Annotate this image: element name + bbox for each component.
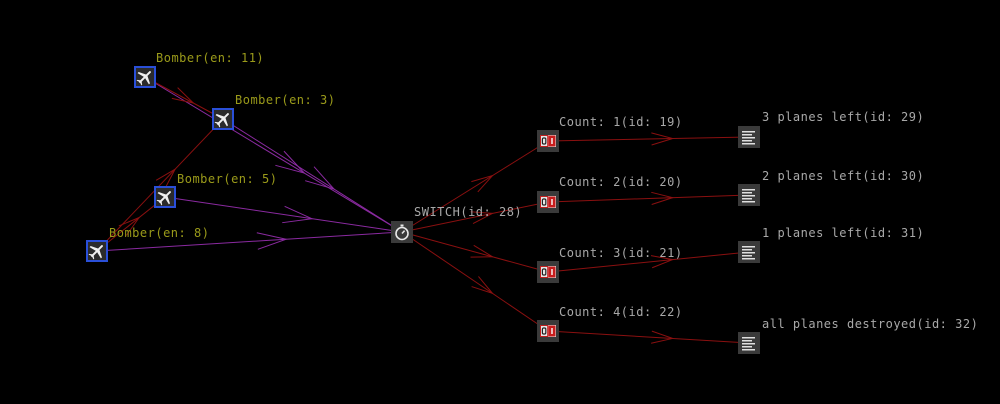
bomber-node-3[interactable] [212, 108, 234, 130]
count-node-19[interactable] [537, 130, 559, 152]
text-icon [738, 332, 760, 354]
bomber-label-11: Bomber(en: 11) [156, 51, 265, 65]
plane-icon [154, 186, 176, 208]
edge-switch-to-count_2 [401, 201, 549, 233]
plane-icon [86, 240, 108, 262]
count-label-20: Count: 2(id: 20) [559, 175, 683, 189]
message-label-29: 3 planes left(id: 29) [762, 110, 925, 124]
edge-bomber_11-to-switch [144, 76, 403, 233]
edge-arrowhead [256, 232, 288, 250]
counter-icon [537, 191, 559, 213]
plane-icon [134, 66, 156, 88]
switch-node[interactable] [391, 221, 413, 243]
edge-arrowhead [118, 216, 141, 236]
bomber-node-5[interactable] [154, 186, 176, 208]
count-node-22[interactable] [537, 320, 559, 342]
edge-count_1-to-msg_29 [547, 136, 750, 142]
edge-arrowhead [471, 174, 495, 193]
edge-bomber_5-to-switch [164, 196, 403, 233]
message-node-32[interactable] [738, 332, 760, 354]
message-node-30[interactable] [738, 184, 760, 206]
switch-label: SWITCH(id: 28) [414, 205, 523, 219]
edge-switch-to-count_3 [401, 231, 549, 273]
bomber-node-11[interactable] [134, 66, 156, 88]
edge-arrowhead [651, 330, 675, 344]
edge-switch-to-count_1 [401, 140, 549, 233]
bomber-label-3: Bomber(en: 3) [235, 93, 336, 107]
edge-arrowhead [305, 166, 336, 191]
edge-arrowhead [470, 211, 495, 225]
edge-arrowhead [275, 150, 306, 175]
edge-arrowhead [471, 276, 495, 295]
bomber-label-5: Bomber(en: 5) [177, 172, 278, 186]
counter-icon [537, 130, 559, 152]
count-label-19: Count: 1(id: 19) [559, 115, 683, 129]
edge-bomber_3-to-switch [222, 118, 403, 233]
edge-bomber_11-to-bomber_3 [144, 76, 224, 120]
edge-arrowhead [650, 255, 675, 269]
edge-count_4-to-msg_32 [547, 330, 750, 344]
message-node-31[interactable] [738, 241, 760, 263]
message-label-30: 2 planes left(id: 30) [762, 169, 925, 183]
count-label-22: Count: 4(id: 22) [559, 305, 683, 319]
counter-icon [537, 261, 559, 283]
edge-count_3-to-msg_31 [547, 251, 750, 273]
edge-arrowhead [282, 205, 314, 224]
edge-arrowhead [155, 167, 177, 189]
bomber-label-8: Bomber(en: 8) [109, 226, 210, 240]
edge-arrowhead [651, 191, 675, 205]
edge-bomber_8-to-bomber_3 [96, 118, 224, 252]
edge-count_2-to-msg_30 [547, 194, 750, 203]
text-icon [738, 241, 760, 263]
text-icon [738, 184, 760, 206]
edge-arrowhead [171, 87, 195, 104]
plane-icon [212, 108, 234, 130]
count-node-21[interactable] [537, 261, 559, 283]
count-node-20[interactable] [537, 191, 559, 213]
message-node-29[interactable] [738, 126, 760, 148]
message-label-31: 1 planes left(id: 31) [762, 226, 925, 240]
text-icon [738, 126, 760, 148]
count-label-21: Count: 3(id: 21) [559, 246, 683, 260]
bomber-node-8[interactable] [86, 240, 108, 262]
counter-icon [537, 320, 559, 342]
edge-arrowhead [651, 132, 675, 146]
timer-icon [391, 221, 413, 243]
edge-switch-to-count_4 [401, 231, 549, 332]
edge-arrowhead [470, 244, 495, 258]
edge-bomber_8-to-switch [96, 231, 403, 252]
message-label-32: all planes destroyed(id: 32) [762, 317, 979, 331]
edge-bomber_8-to-bomber_5 [96, 196, 166, 252]
